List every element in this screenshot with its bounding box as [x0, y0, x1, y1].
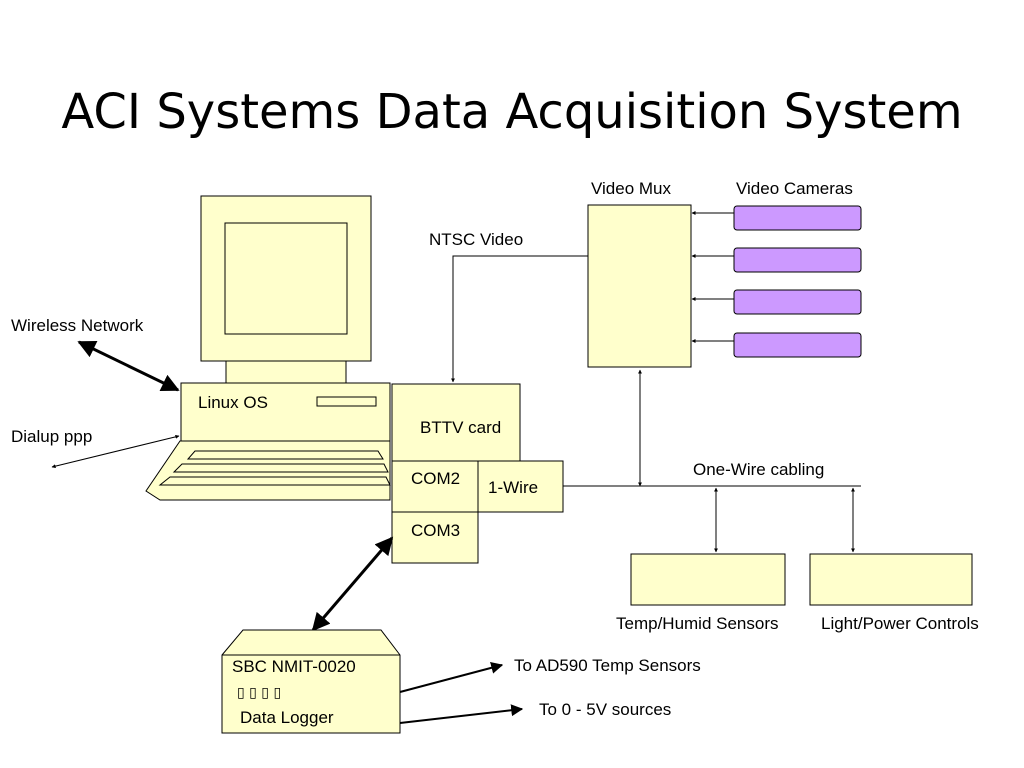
sbc-label: SBC NMIT-0020 [232, 657, 356, 676]
camera-arrows [691, 211, 734, 343]
camera-4 [733, 332, 862, 358]
ntsc-video-line [451, 255, 588, 383]
to-0-5v-label: To 0 - 5V sources [539, 700, 672, 719]
light-power-controls-box [809, 553, 973, 606]
wireless-network-arrow [77, 340, 180, 392]
video-mux-box [587, 204, 692, 368]
computer-base [180, 382, 391, 444]
one-wire-cabling-label: One-Wire cabling [693, 460, 825, 479]
to-ad590-label: To AD590 Temp Sensors [514, 656, 701, 675]
com3-box [391, 511, 479, 564]
bttv-card-box [391, 383, 521, 462]
one-wire-label: 1-Wire [488, 478, 539, 497]
ntsc-video-label: NTSC Video [429, 230, 524, 249]
wireless-network-label: Wireless Network [11, 316, 144, 335]
temp-humid-sensors-box [630, 553, 786, 606]
camera-1 [733, 205, 862, 231]
one-wire-box [477, 460, 564, 513]
slide-title: ACI Systems Data Acquisition System [61, 84, 963, 140]
video-mux-label: Video Mux [591, 179, 672, 198]
linux-os-label: Linux OS [198, 393, 268, 412]
voltage-arrow [399, 704, 524, 724]
data-logger-label: Data Logger [240, 708, 334, 727]
video-cameras [733, 205, 862, 358]
com2-label: COM2 [411, 469, 461, 488]
dialup-label: Dialup ppp [11, 427, 93, 446]
com3-logger-arrow [311, 536, 394, 632]
camera-3 [733, 289, 862, 315]
temp-humid-sensors-label: Temp/Humid Sensors [616, 614, 779, 633]
camera-2 [733, 247, 862, 273]
light-power-controls-label: Light/Power Controls [821, 614, 979, 633]
keyboard [145, 440, 391, 501]
bttv-card-label: BTTV card [420, 418, 502, 437]
dialup-arrow [51, 434, 180, 469]
computer-monitor [200, 195, 372, 384]
com2-box [391, 460, 479, 513]
sbc-glyphs: ▯ ▯ ▯ ▯ [237, 685, 282, 701]
ad590-arrow [399, 661, 504, 693]
com3-label: COM3 [411, 521, 461, 540]
video-cameras-label: Video Cameras [736, 179, 853, 198]
